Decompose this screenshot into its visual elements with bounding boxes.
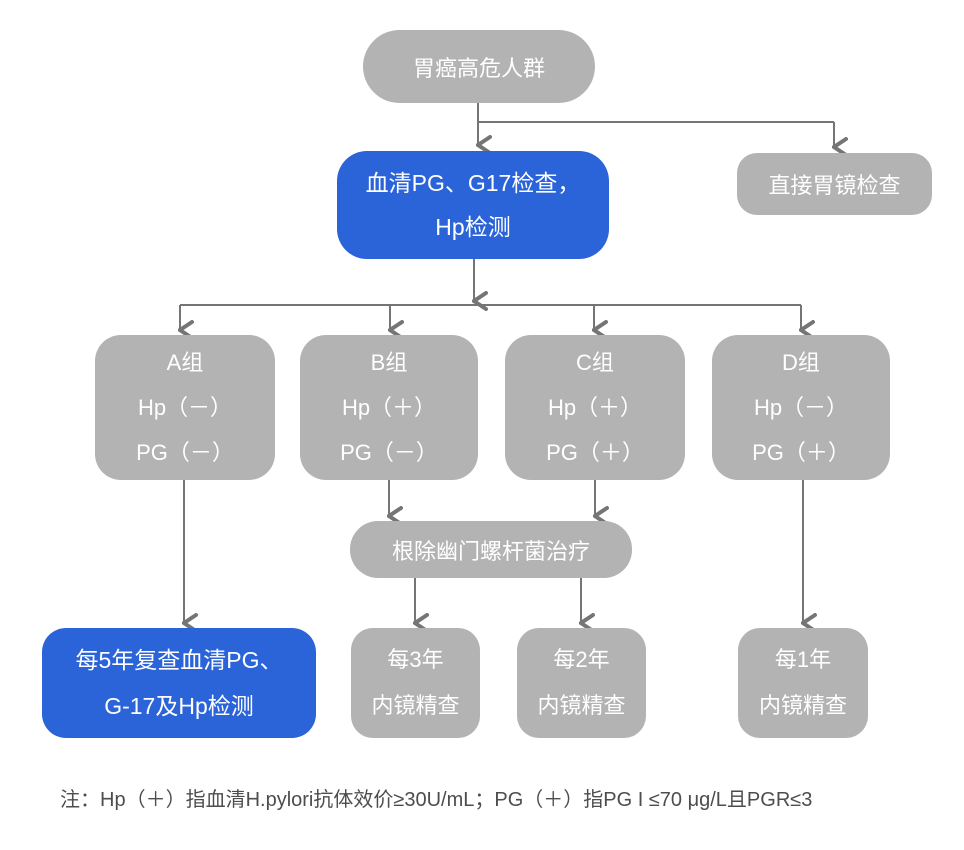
node-label-line: PG（＋） (752, 440, 850, 465)
node-label-line: PG（＋） (546, 440, 644, 465)
node-followup-every-5-years: 每5年复查血清PG、 G-17及Hp检测 (42, 628, 316, 738)
node-endoscopy-every-1-year: 每1年 内镜精查 (738, 628, 868, 738)
node-label-line: PG（－） (340, 440, 438, 465)
node-direct-gastroscopy: 直接胃镜检查 (737, 153, 932, 215)
node-group-c: C组 Hp（＋） PG（＋） (505, 335, 685, 480)
node-label: 根除幽门螺杆菌治疗 (391, 538, 590, 564)
node-hp-eradication-therapy: 根除幽门螺杆菌治疗 (350, 521, 632, 578)
node-label-line: A组 (166, 350, 204, 375)
node-label-line: G-17及Hp检测 (104, 693, 254, 719)
node-label-line: 内镜精查 (371, 693, 460, 718)
node-label-line: Hp（－） (137, 395, 233, 420)
node-group-d: D组 Hp（－） PG（＋） (712, 335, 890, 480)
node-serum-pg-g17-hp-test: 血清PG、G17检查， Hp检测 (337, 151, 609, 259)
node-label-line: C组 (576, 350, 614, 375)
node-label-line: Hp检测 (435, 214, 511, 240)
footnote: 注：Hp（＋）指血清H.pylori抗体效价≥30U/mL；PG（＋）指PG I… (60, 789, 813, 811)
node-group-b: B组 Hp（＋） PG（－） (300, 335, 478, 480)
node-label-line: B组 (370, 350, 408, 375)
node-group-a: A组 Hp（－） PG（－） (95, 335, 275, 480)
node-label-line: 每5年复查血清PG、 (75, 647, 283, 673)
node-high-risk-group: 胃癌高危人群 (363, 30, 595, 103)
node-label-line: PG（－） (136, 440, 234, 465)
node-label: 直接胃镜检查 (768, 173, 901, 198)
node-label-line: 每2年 (553, 647, 610, 672)
node-endoscopy-every-2-years: 每2年 内镜精查 (517, 628, 646, 738)
node-label-line: 内镜精查 (758, 693, 847, 718)
node-label-line: Hp（＋） (547, 395, 643, 420)
node-label: 胃癌高危人群 (412, 55, 545, 81)
node-label-line: 内镜精查 (537, 693, 626, 718)
node-endoscopy-every-3-years: 每3年 内镜精查 (351, 628, 480, 738)
node-label-line: 每3年 (387, 647, 444, 672)
node-label-line: Hp（－） (753, 395, 849, 420)
node-label-line: D组 (782, 350, 820, 375)
node-label-line: Hp（＋） (341, 395, 437, 420)
node-label-line: 每1年 (774, 647, 832, 672)
node-label-line: 血清PG、G17检查， (365, 170, 581, 196)
